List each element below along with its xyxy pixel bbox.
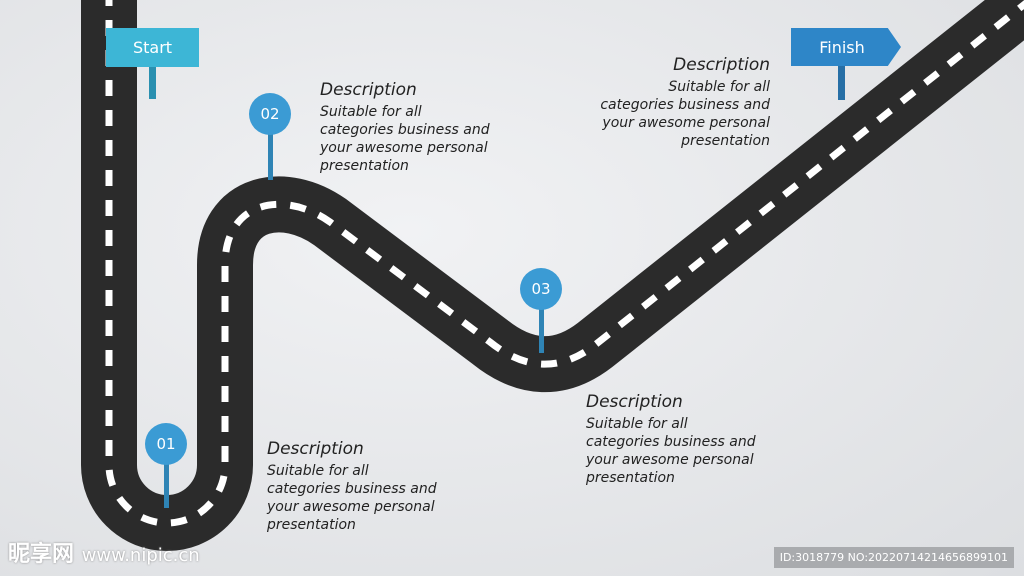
watermark-logo: 昵享网 www.nipic.cn: [8, 542, 200, 567]
start-sign: Start: [106, 28, 199, 67]
finish-sign: Finish: [791, 28, 901, 66]
milestone-pin-03[interactable]: 03: [520, 268, 562, 310]
milestone-pin-02[interactable]: 02: [249, 93, 291, 135]
finish-sign-post: [838, 66, 845, 100]
pin-stem-01: [164, 460, 169, 508]
milestone-pin-01[interactable]: 01: [145, 423, 187, 465]
pin-stem-03: [539, 305, 544, 353]
pin-stem-02: [268, 130, 273, 180]
watermark-id: ID:3018779 NO:20220714214656899101: [773, 547, 1014, 568]
start-sign-post: [149, 67, 156, 99]
